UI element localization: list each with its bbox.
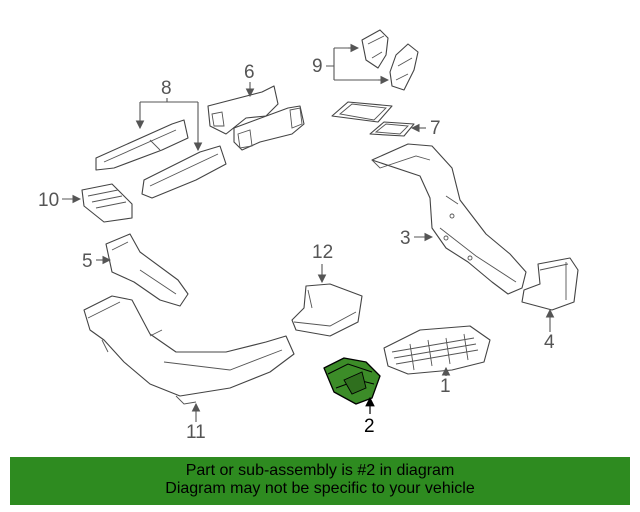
svg-text:1: 1 — [440, 376, 451, 397]
svg-text:3: 3 — [400, 228, 411, 249]
svg-text:5: 5 — [82, 251, 93, 272]
callout-12: 12 — [312, 242, 333, 284]
part-6-twin-duct[interactable] — [207, 85, 305, 151]
svg-text:11: 11 — [186, 422, 206, 443]
parts-diagram: 9 6 8 10 — [38, 29, 579, 443]
svg-text:9: 9 — [312, 56, 323, 77]
part-7-vent-plates[interactable] — [331, 101, 415, 137]
svg-text:10: 10 — [38, 190, 59, 211]
part-8-ducts[interactable] — [95, 119, 227, 199]
info-banner: Part or sub-assembly is #2 in diagram Di… — [10, 457, 630, 505]
part-4-bracket[interactable] — [521, 257, 579, 311]
callout-9: 9 — [312, 43, 390, 85]
svg-text:7: 7 — [430, 118, 441, 139]
part-10-vent-block[interactable] — [81, 183, 133, 223]
part-9-duct-brackets[interactable] — [361, 29, 419, 91]
svg-text:12: 12 — [312, 242, 333, 263]
banner-line-2: Diagram may not be specific to your vehi… — [165, 480, 475, 497]
svg-text:2: 2 — [364, 416, 375, 437]
part-2-highlighted-bracket[interactable] — [323, 357, 381, 405]
callout-2: 2 — [364, 396, 375, 437]
svg-text:6: 6 — [244, 62, 255, 83]
part-11-main-duct[interactable] — [83, 295, 295, 405]
callout-10: 10 — [38, 190, 82, 211]
svg-text:4: 4 — [544, 332, 555, 353]
callout-5: 5 — [82, 251, 112, 272]
svg-text:8: 8 — [161, 78, 172, 99]
callout-4: 4 — [544, 308, 555, 353]
callout-3: 3 — [400, 228, 434, 249]
callout-7: 7 — [410, 118, 441, 139]
part-1-vent-grille[interactable] — [383, 325, 491, 375]
callout-1: 1 — [440, 366, 451, 397]
part-3-side-duct[interactable] — [371, 143, 527, 295]
callout-11: 11 — [186, 402, 206, 443]
part-12-angled-duct[interactable] — [291, 283, 363, 337]
part-5-duct[interactable] — [105, 233, 189, 307]
callout-6: 6 — [244, 62, 255, 98]
callout-8: 8 — [135, 78, 203, 152]
banner-line-1: Part or sub-assembly is #2 in diagram — [185, 462, 455, 479]
